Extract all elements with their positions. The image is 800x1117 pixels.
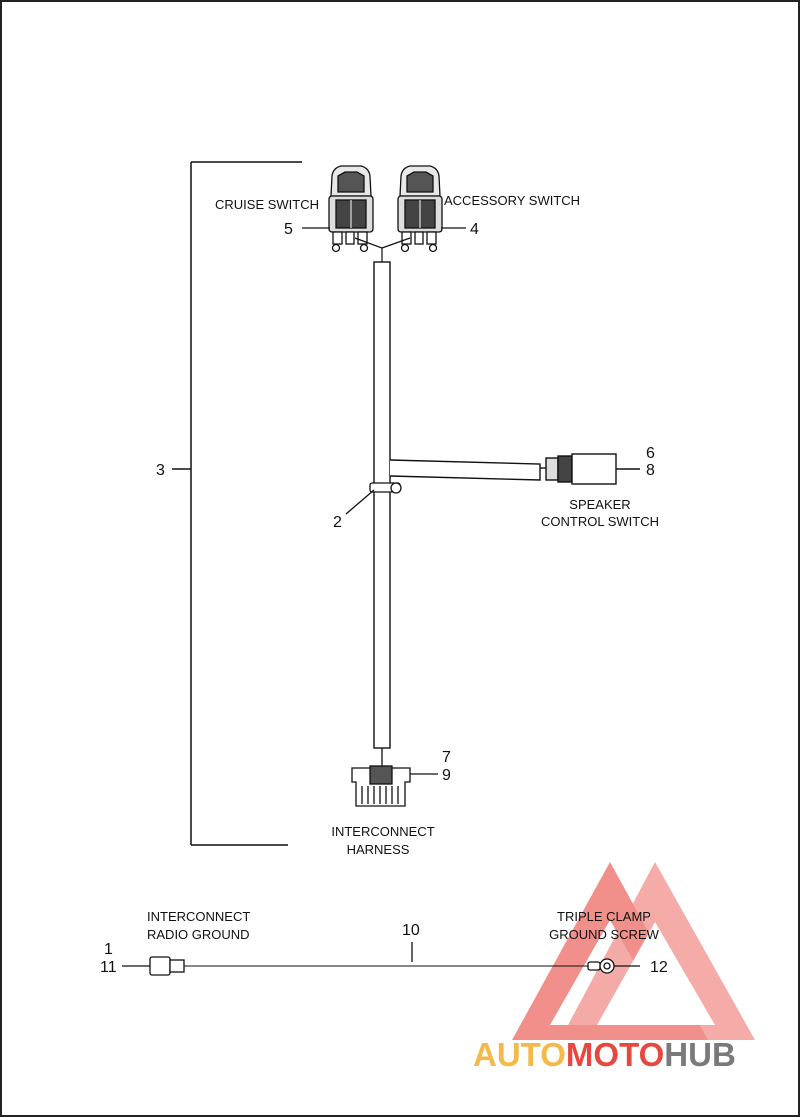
radio-ground-wire — [122, 942, 640, 976]
callout-10: 10 — [402, 922, 420, 939]
interconnect-harness-label-2: HARNESS — [347, 842, 410, 857]
interconnect-connector — [351, 765, 438, 807]
cruise-switch-label: CRUISE SWITCH — [215, 197, 319, 212]
accessory-switch-label: ACCESSORY SWITCH — [444, 193, 580, 208]
speaker-control-connector — [545, 453, 640, 485]
triple-clamp-ground-screw-label-1: TRIPLE CLAMP — [557, 909, 651, 924]
interconnect-radio-ground-label-2: RADIO GROUND — [147, 927, 250, 942]
interconnect-radio-ground-label-1: INTERCONNECT — [147, 909, 250, 924]
callout-8: 8 — [646, 462, 655, 479]
callout-9: 9 — [442, 767, 451, 784]
watermark-auto: AUTO — [473, 1036, 566, 1073]
watermark-moto: MOTO — [566, 1036, 664, 1073]
speaker-control-switch-label-1: SPEAKER — [569, 497, 630, 512]
interconnect-harness-label-1: INTERCONNECT — [331, 824, 434, 839]
harness-trunk — [373, 261, 391, 749]
callout-6: 6 — [646, 445, 655, 462]
callout-2: 2 — [333, 514, 342, 531]
triple-clamp-ground-screw-label-2: GROUND SCREW — [549, 927, 660, 942]
accessory-switch — [397, 165, 443, 253]
callout-11: 11 — [100, 959, 117, 976]
callout-5: 5 — [284, 221, 293, 238]
speaker-control-switch-label-2: CONTROL SWITCH — [541, 514, 659, 529]
watermark-text: AUTOMOTOHUB — [473, 1036, 736, 1073]
callout-12: 12 — [650, 959, 668, 976]
switch-lead-wires — [354, 237, 411, 262]
speaker-branch — [389, 459, 546, 481]
callout-1: 1 — [104, 941, 113, 958]
watermark-logo — [512, 862, 755, 1040]
watermark-hub: HUB — [664, 1036, 736, 1073]
harness-bracket — [172, 161, 302, 846]
cruise-switch — [328, 165, 374, 253]
callout-7: 7 — [442, 749, 451, 766]
callout-4: 4 — [470, 221, 479, 238]
callout-3: 3 — [156, 462, 165, 479]
cable-tie — [345, 482, 402, 515]
